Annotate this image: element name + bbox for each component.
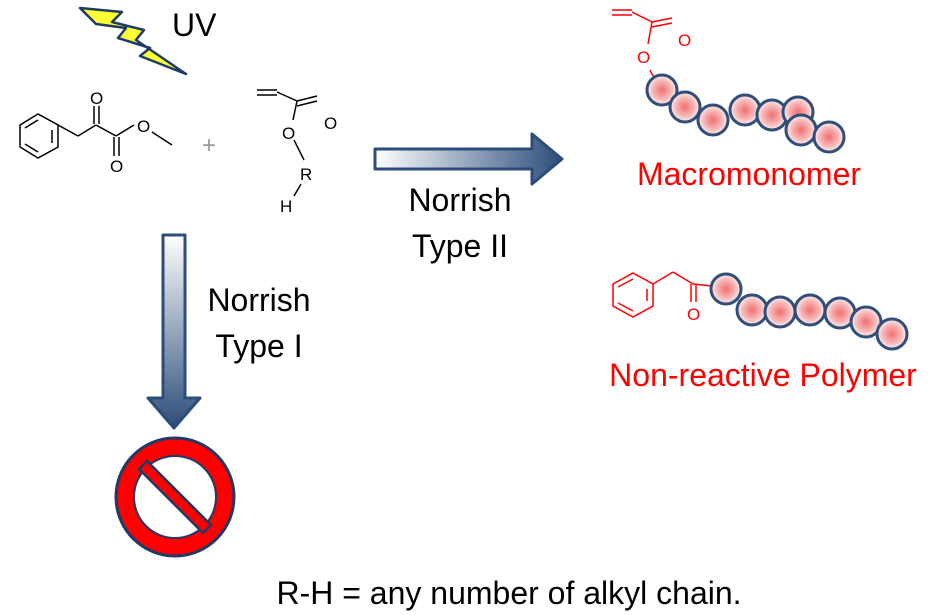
type-i-label-line2: Type I	[215, 328, 302, 364]
plus-sign: +	[202, 132, 216, 159]
photoinitiator-oxygen: O	[90, 89, 103, 108]
polymer-bead	[812, 120, 846, 154]
polymer-bead	[728, 93, 762, 127]
hydrogen-label: H	[280, 197, 292, 216]
photoinitiator-structure	[19, 106, 173, 159]
uv-label: UV	[172, 7, 217, 43]
polymer-bead	[875, 317, 909, 351]
polymer-bead	[784, 113, 818, 147]
norrish-type-i-arrow	[146, 233, 202, 430]
type-i-label-line1: Norrish	[207, 282, 310, 318]
footnote: R-H = any number of alkyl chain.	[276, 575, 741, 611]
polymer-bead	[709, 272, 743, 306]
macromonomer-oxygen: O	[678, 31, 691, 50]
macromonomer-label: Macromonomer	[637, 156, 861, 192]
acrylate-structure	[257, 89, 318, 197]
acrylate-oxygen: O	[282, 124, 295, 143]
type-ii-label-line1: Norrish	[408, 182, 511, 218]
polymer-bead	[668, 90, 702, 124]
nonreactive-oxygen: O	[687, 305, 700, 324]
nonreactive-polymer-label: Non-reactive Polymer	[609, 357, 917, 393]
photoinitiator-oxygen: O	[137, 117, 150, 136]
polymer-bead	[645, 73, 679, 107]
macromonomer-structure	[612, 9, 673, 83]
prohibited-icon	[114, 436, 236, 558]
polymer-bead	[763, 295, 797, 329]
nonreactive-polymer-structure	[612, 271, 713, 318]
macromonomer-chain	[645, 73, 846, 154]
polymer-bead	[696, 103, 730, 137]
type-ii-label-line2: Type II	[412, 228, 508, 264]
photoinitiator-oxygen: O	[110, 157, 123, 176]
norrish-type-ii-arrow	[373, 132, 564, 186]
r-group-label: R	[300, 165, 312, 184]
lightning-bolt-icon	[78, 6, 188, 76]
nonreactive-polymer-chain	[709, 272, 909, 351]
polymer-bead	[793, 293, 827, 327]
macromonomer-oxygen: O	[637, 48, 650, 67]
acrylate-oxygen: O	[324, 114, 337, 133]
polymer-bead	[735, 293, 769, 327]
